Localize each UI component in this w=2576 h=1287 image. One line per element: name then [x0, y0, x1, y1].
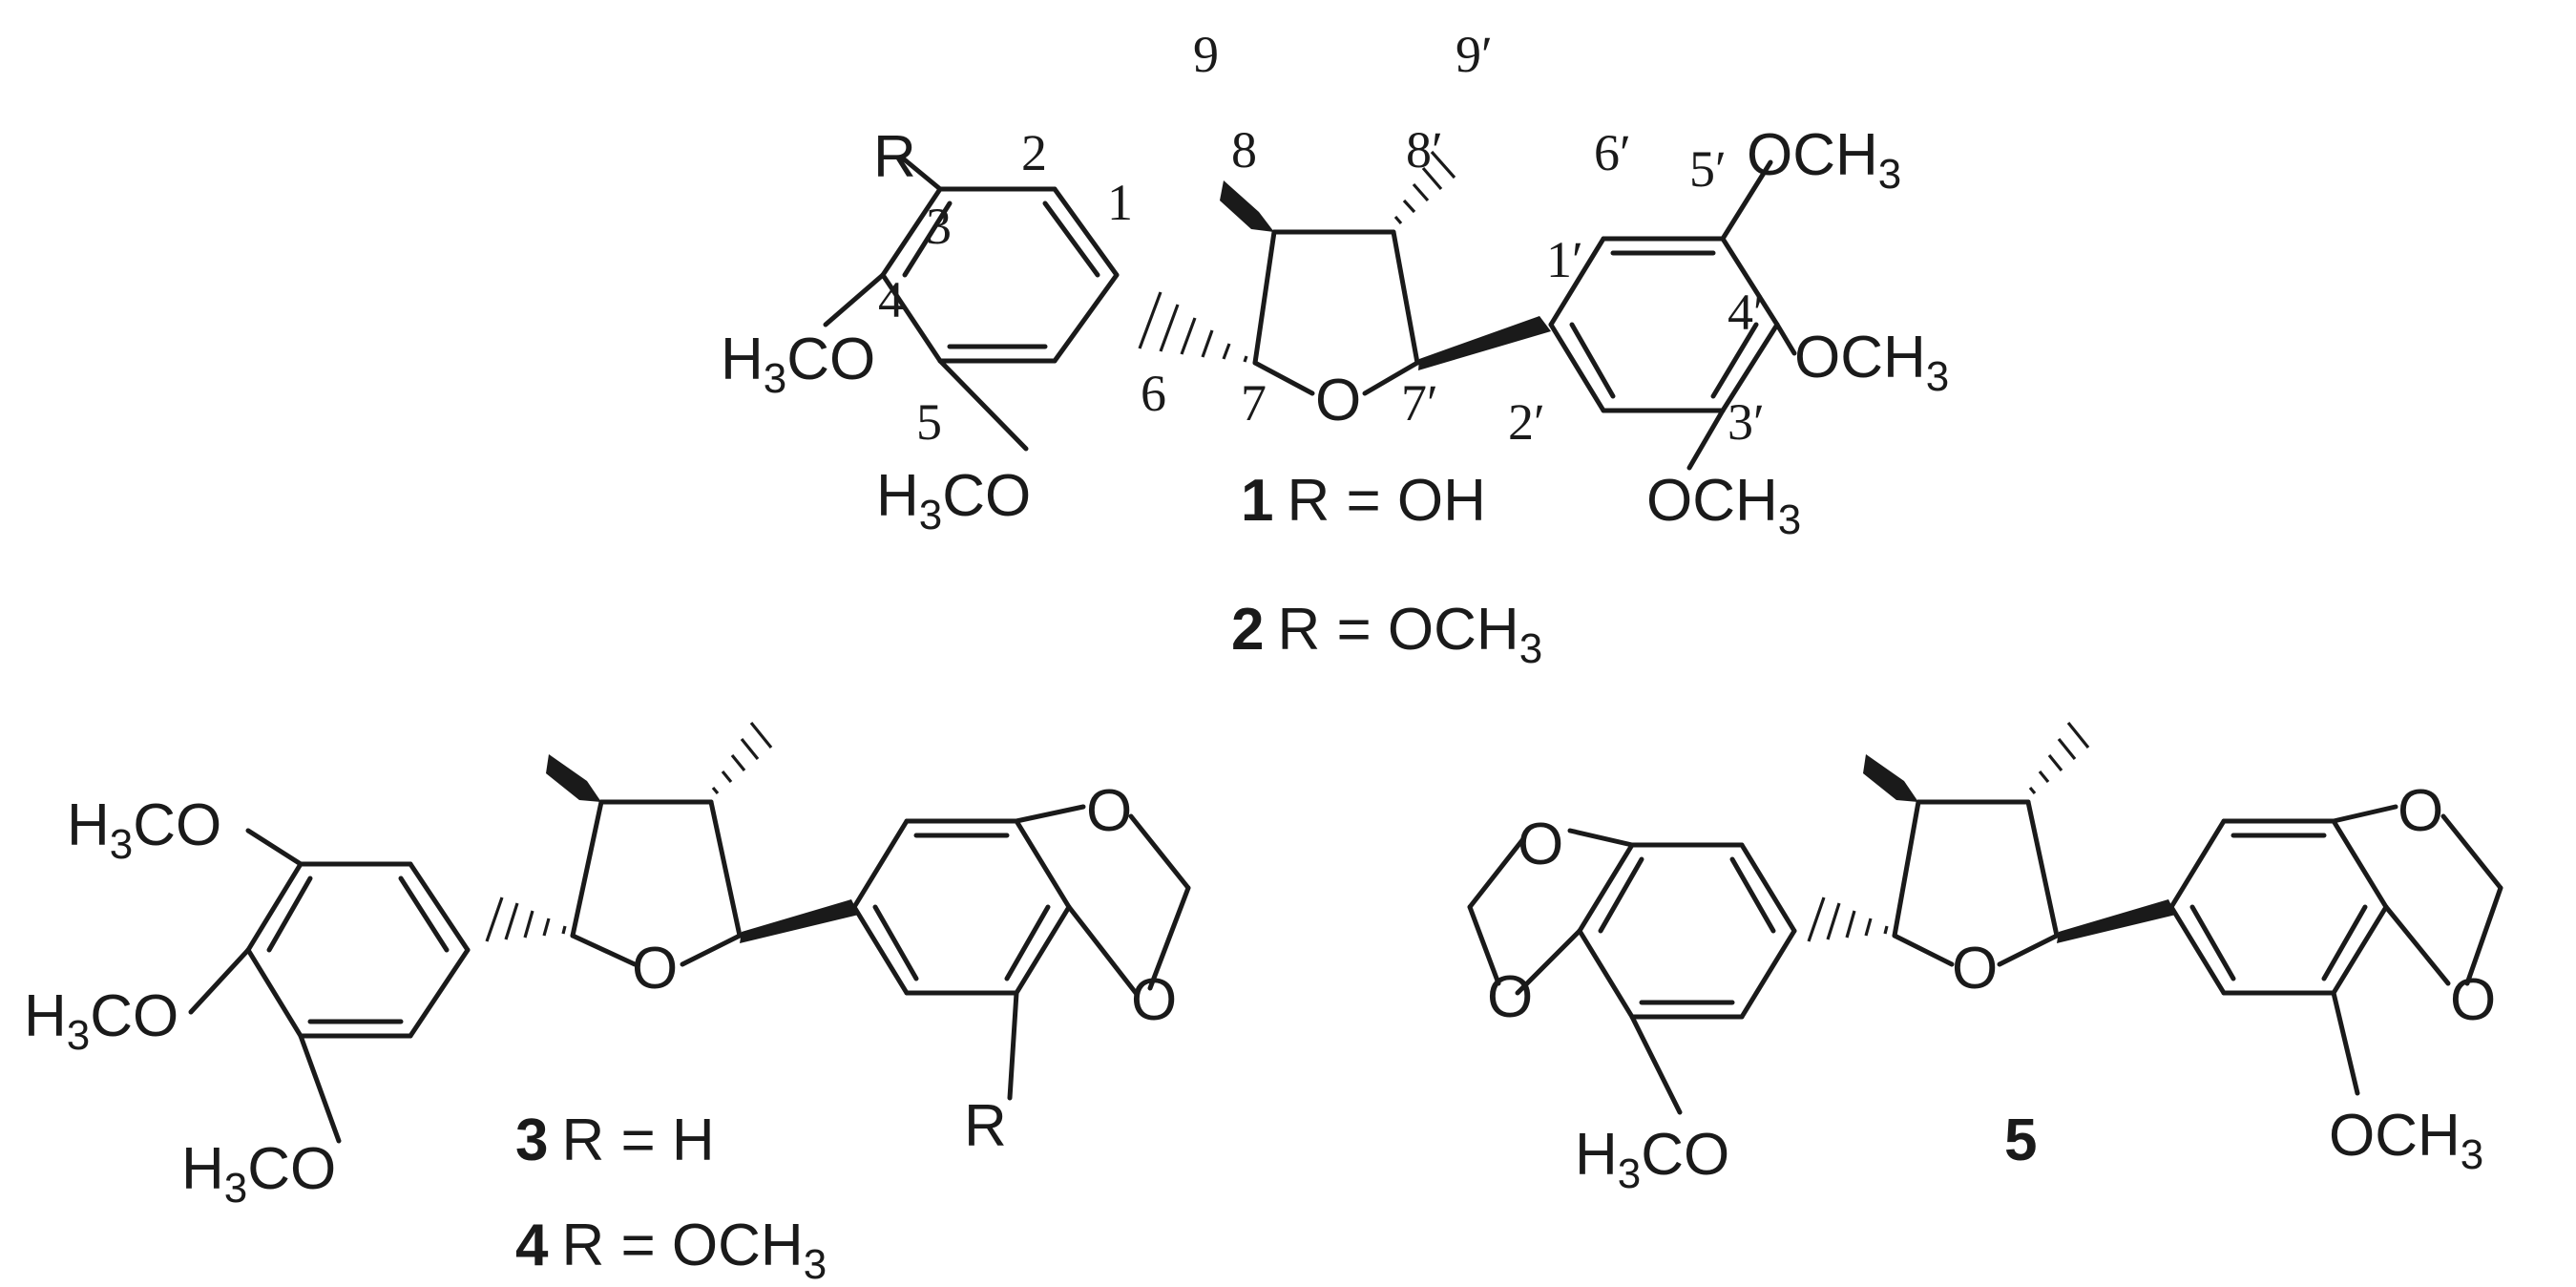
locant-8p: 8′	[1406, 121, 1443, 179]
locant-6: 6	[1141, 365, 1166, 422]
hashed-bond-5-c8p-methyl	[2028, 721, 2090, 795]
locant-1p: 1′	[1546, 231, 1583, 288]
label-h3co-3c: H3CO	[181, 1136, 336, 1212]
atom-o-thf-3: O	[632, 936, 678, 1002]
structure-compound-1-2: R O H3CO H3CO OCH3 OCH3 OCH3 1 2 3 4 5 6…	[721, 26, 1949, 672]
wedge-bond-3-c7p	[740, 899, 859, 943]
wedge-bond-3-c8-methyl	[546, 754, 601, 802]
atom-o-thf-5: O	[1952, 936, 1998, 1002]
label-h3co-5: H3CO	[876, 463, 1031, 538]
hashed-bond-3-c8p-methyl	[711, 721, 773, 795]
label-h3co-4: H3CO	[721, 327, 875, 402]
locant-7: 7	[1241, 374, 1267, 432]
wedge-bond-5-c7p	[2057, 899, 2176, 943]
locant-2: 2	[1021, 124, 1047, 181]
wedge-bond-c7p	[1418, 316, 1551, 370]
locant-3p: 3′	[1728, 393, 1765, 451]
hashed-bond-3-c7	[485, 897, 567, 942]
locant-1: 1	[1107, 174, 1133, 231]
atom-o-dioxole-5b: O	[1487, 964, 1533, 1030]
locant-4p: 4′	[1728, 284, 1765, 341]
atom-r-top: R	[873, 124, 916, 190]
label-h3co-5-left: H3CO	[1575, 1122, 1729, 1197]
label-h3co-3b: H3CO	[24, 983, 178, 1059]
locant-5p: 5′	[1689, 140, 1727, 198]
atom-o-dioxole-5a: O	[1518, 812, 1563, 877]
hashed-bond-5-c7	[1807, 897, 1889, 942]
atom-r-3: R	[964, 1093, 1007, 1159]
hashed-bond-c8p-methyl	[1393, 150, 1456, 225]
atom-o-thf-top: O	[1315, 368, 1361, 433]
atom-o-dioxole-3a: O	[1086, 778, 1132, 844]
wedge-bond-c8-methyl	[1220, 180, 1274, 232]
atom-o-dioxole-3b: O	[1131, 967, 1177, 1033]
locant-5: 5	[916, 393, 942, 451]
atom-o-dioxole-5d: O	[2450, 967, 2496, 1033]
caption-compound-5: 5	[2004, 1108, 2037, 1173]
label-h3co-3a: H3CO	[67, 792, 221, 868]
locant-9p: 9′	[1456, 26, 1493, 83]
locant-2p: 2′	[1508, 393, 1545, 451]
locant-6p: 6′	[1594, 124, 1631, 181]
wedge-bond-5-c8-methyl	[1863, 754, 1918, 802]
locant-7p: 7′	[1401, 374, 1438, 432]
locant-4: 4	[878, 271, 904, 328]
label-och3-4p: OCH3	[1794, 325, 1949, 400]
label-och3-3p: OCH3	[1646, 468, 1801, 543]
atom-o-dioxole-5c: O	[2398, 778, 2443, 844]
hashed-bond-c7	[1138, 291, 1248, 363]
locant-3: 3	[926, 198, 952, 255]
locant-9: 9	[1193, 26, 1219, 83]
label-och3-5p: OCH3	[1747, 122, 1901, 198]
structure-compound-5: O O O O O H3CO OCH3 5	[1467, 721, 2503, 1197]
label-och3-5-right: OCH3	[2329, 1103, 2483, 1178]
locant-8: 8	[1231, 121, 1257, 179]
